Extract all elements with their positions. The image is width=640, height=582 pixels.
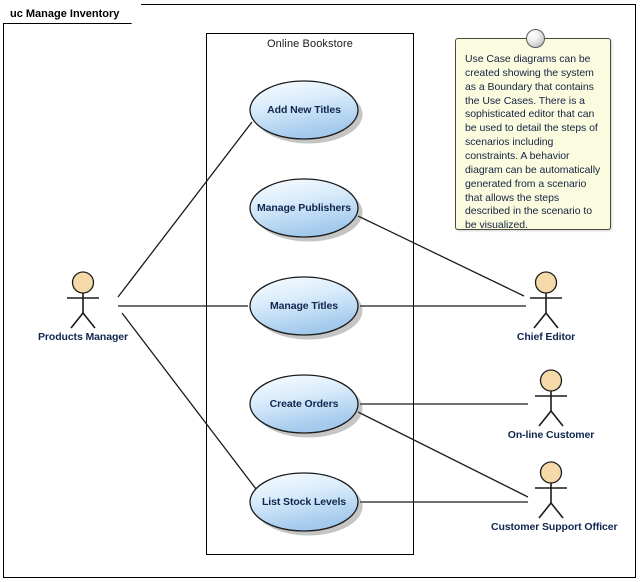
actor-label: Products Manager bbox=[37, 331, 128, 343]
actor-label: Chief Editor bbox=[516, 331, 576, 343]
actor-label: Customer Support Officer bbox=[491, 521, 618, 533]
use-case-create-orders[interactable]: Create Orders bbox=[248, 373, 363, 438]
frame-tab-label: uc Manage Inventory bbox=[3, 4, 142, 23]
use-case-ellipse bbox=[249, 374, 363, 438]
use-case-list-stock-levels[interactable]: List Stock Levels bbox=[248, 471, 363, 536]
use-case-label: List Stock Levels bbox=[261, 495, 347, 508]
actor-stick-figure bbox=[535, 461, 567, 519]
use-case-ellipse bbox=[249, 276, 363, 340]
use-case-add-new-titles[interactable]: Add New Titles bbox=[248, 79, 363, 144]
use-case-ellipse bbox=[249, 80, 363, 144]
actor-label: On-line Customer bbox=[507, 429, 595, 441]
note-pin-icon bbox=[526, 29, 545, 48]
note-box[interactable]: Use Case diagrams can be created showing… bbox=[455, 38, 611, 231]
system-boundary-label: Online Bookstore bbox=[267, 38, 353, 50]
actor-stick-figure bbox=[535, 369, 567, 427]
use-case-label: Manage Titles bbox=[270, 299, 338, 312]
use-case-ellipse bbox=[249, 472, 363, 536]
use-case-ellipse bbox=[249, 178, 363, 242]
use-case-manage-publishers[interactable]: Manage Publishers bbox=[248, 177, 363, 242]
actor-stick-figure bbox=[530, 271, 562, 329]
actor-stick-figure bbox=[67, 271, 99, 329]
use-case-label: Create Orders bbox=[269, 397, 339, 410]
use-case-label: Manage Publishers bbox=[257, 201, 351, 214]
use-case-manage-titles[interactable]: Manage Titles bbox=[248, 275, 363, 340]
use-case-label: Add New Titles bbox=[267, 103, 341, 116]
